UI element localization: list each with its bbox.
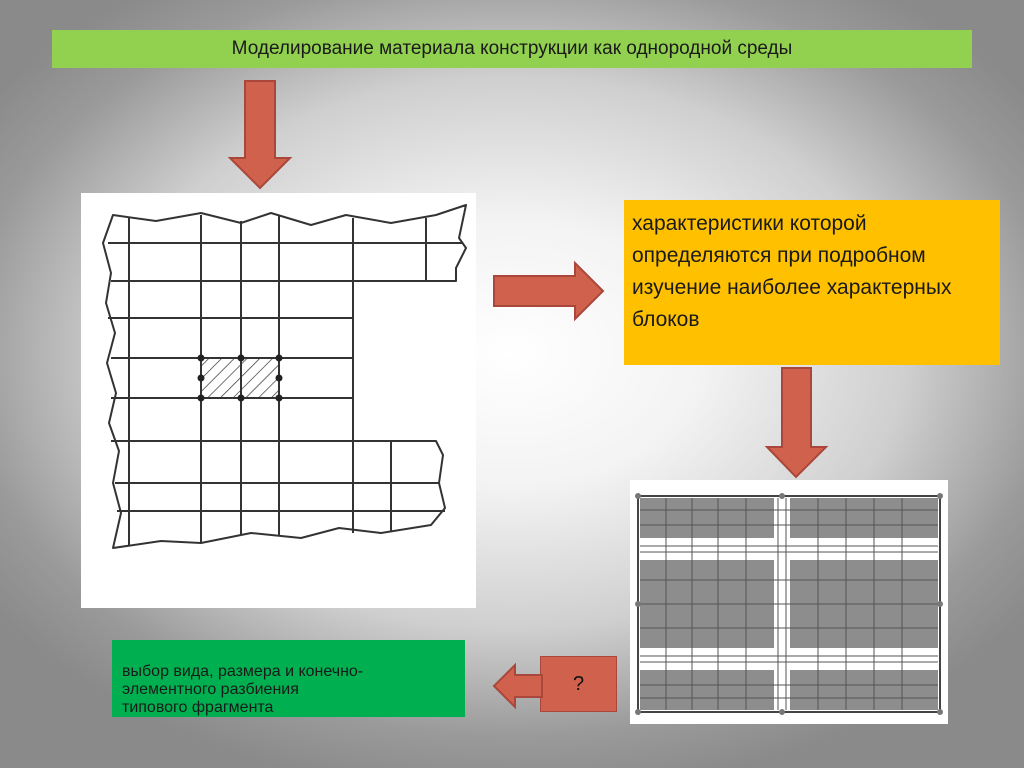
title-text: Моделирование материала конструкции как …	[231, 38, 793, 59]
arrow-right-icon	[493, 260, 605, 322]
block-mesh-image	[630, 480, 948, 724]
fragment-selection-text: выбор вида, размера и конечно- элементно…	[122, 663, 364, 716]
fragment-selection-box: выбор вида, размера и конечно- элементно…	[112, 640, 465, 717]
question-box: ?	[540, 656, 617, 712]
arrow-down-icon	[227, 80, 293, 190]
characteristics-text: характеристики которой определяются при …	[632, 212, 952, 331]
characteristics-text-box: характеристики которой определяются при …	[624, 200, 1000, 365]
title-bar: Моделирование материала конструкции как …	[52, 30, 972, 68]
block-mesh-drawing	[635, 493, 943, 715]
question-mark-text: ?	[572, 672, 585, 695]
construction-grid-image	[81, 193, 476, 608]
construction-grid-drawing	[102, 204, 467, 549]
arrow-down-icon	[764, 367, 829, 479]
arrow-left-icon	[492, 662, 543, 710]
